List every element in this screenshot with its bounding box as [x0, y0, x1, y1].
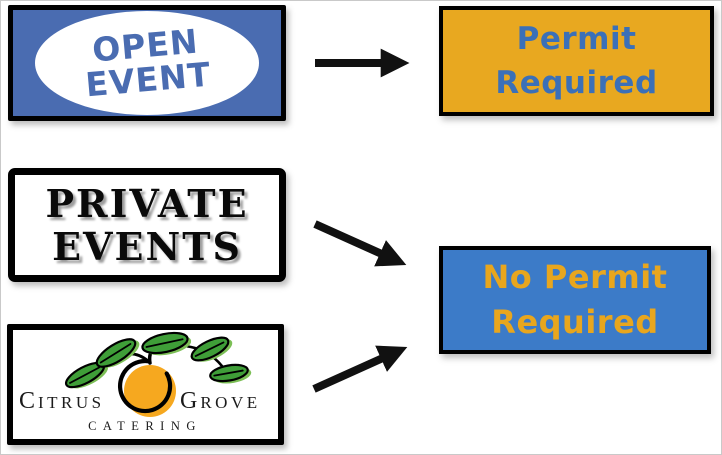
open-event-node: OPEN EVENT: [8, 5, 286, 121]
private-events-node: PRIVATE EVENTS: [8, 168, 286, 282]
leaf-right: [209, 363, 252, 384]
citrus-grove-node: CITRUS GROVE CATERING: [7, 324, 284, 445]
private-events-line1: PRIVATE: [45, 180, 249, 226]
leaf-top-right: [190, 336, 233, 362]
no-permit-line1: No Permit: [482, 258, 668, 297]
permit-required-line2: Required: [495, 65, 658, 101]
arrow-citrus-to-no-permit: [312, 345, 408, 393]
permit-required-node: Permit Required: [439, 6, 714, 116]
no-permit-line2: Required: [491, 303, 659, 341]
citrus-grove-logo: CITRUS GROVE CATERING: [19, 331, 261, 433]
logo-word-grove: GROVE: [180, 388, 261, 414]
arrow-private-to-no-permit: [313, 220, 407, 267]
orange-outline: [118, 358, 173, 414]
private-events-line2: EVENTS: [52, 224, 242, 269]
open-event-line2: EVENT: [84, 54, 213, 105]
open-event-oval: OPEN EVENT: [35, 11, 259, 115]
permit-required-line1: Permit: [516, 20, 637, 57]
leaf-top-center: [141, 331, 192, 356]
leaf-upper-left: [95, 338, 140, 368]
logo-word-citrus: CITRUS: [19, 388, 105, 414]
open-event-label: OPEN EVENT: [81, 21, 213, 105]
no-permit-required-node: No Permit Required: [439, 246, 711, 354]
logo-word-catering: CATERING: [88, 419, 202, 433]
